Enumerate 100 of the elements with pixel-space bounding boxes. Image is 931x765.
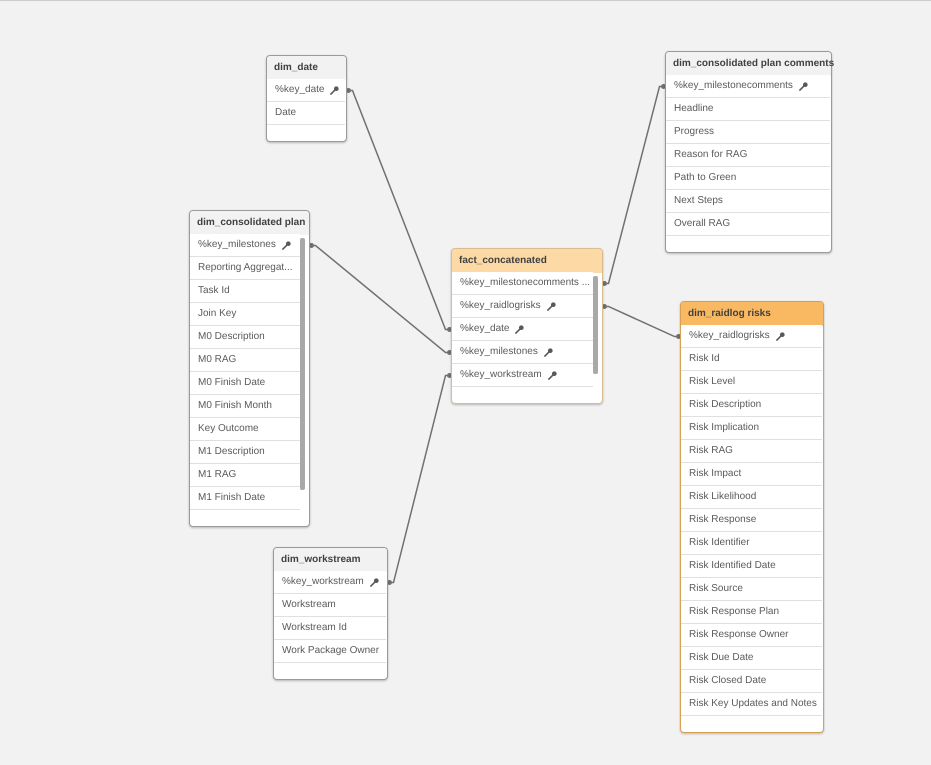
field-name: Workstream Id [282, 622, 347, 632]
field-row [681, 416, 822, 440]
field-name: M0 Description [198, 330, 265, 342]
field-row [666, 74, 830, 98]
field-row [666, 120, 830, 144]
field-name: M1 Finish Date [198, 492, 266, 502]
relation-line [602, 304, 681, 339]
field-name: Progress [674, 126, 714, 136]
field-row [681, 670, 822, 692]
field-row [190, 234, 300, 256]
field-row [274, 570, 386, 594]
table-card [189, 210, 310, 527]
field-row [190, 326, 300, 348]
field-name: M0 RAG [198, 354, 236, 364]
field-name: Risk Due Date [689, 652, 754, 662]
field-name: Date [275, 106, 296, 118]
field-name: Risk Closed Date [689, 674, 766, 686]
field-row [666, 212, 830, 236]
field-name: %key_workstream [282, 576, 364, 586]
field-name: Risk Impact [689, 468, 742, 478]
field-name: Risk Identified Date [689, 560, 776, 570]
relation-line [346, 88, 452, 332]
field-name: Risk Source [689, 582, 743, 594]
field-row [274, 640, 386, 662]
field-row [190, 486, 300, 510]
field-name: Task Id [198, 284, 230, 296]
field-name: Risk Response [689, 514, 756, 524]
field-name: %key_raidlogrisks [689, 330, 770, 340]
field-row [681, 554, 822, 578]
field-row [681, 692, 822, 716]
field-row [452, 272, 593, 294]
field-name: Workstream [282, 598, 336, 610]
field-name: M0 Finish Month [198, 400, 272, 410]
field-name: M0 Finish Date [198, 376, 266, 388]
field-name: Work Package Owner [282, 644, 380, 656]
field-name: Risk RAG [689, 444, 733, 456]
field-row [681, 462, 822, 486]
field-name: Risk Response Plan [689, 606, 780, 616]
field-row [190, 372, 300, 394]
field-name: Risk Identifier [689, 536, 750, 548]
field-row [681, 532, 822, 554]
field-row [666, 166, 830, 190]
field-row [681, 486, 822, 508]
field-row [666, 98, 830, 120]
field-name: Key Outcome [198, 422, 259, 434]
field-name: Join Key [198, 308, 236, 318]
field-name: Risk Response Owner [689, 628, 788, 640]
field-row [666, 144, 830, 166]
field-name: M1 Description [198, 446, 265, 456]
field-name: Risk Likelihood [689, 490, 756, 502]
field-name: %key_raidlogrisks [460, 300, 541, 310]
field-row [681, 508, 822, 532]
field-row [452, 318, 593, 340]
table-card [266, 55, 347, 142]
field-row [681, 646, 822, 670]
field-name: %key_milestones [198, 238, 276, 250]
field-row [190, 280, 300, 302]
field-row [681, 440, 822, 462]
field-name: Next Steps [674, 194, 723, 206]
field-name: M1 RAG [198, 468, 236, 480]
field-row [190, 440, 300, 464]
field-name: Path to Green [674, 172, 736, 182]
field-row [681, 394, 822, 416]
table-card [665, 51, 832, 253]
table-card [273, 547, 388, 680]
relation-line [602, 84, 666, 286]
field-name: Headline [674, 102, 714, 114]
field-row [190, 302, 300, 326]
field-row [274, 594, 386, 616]
field-name: Reason for RAG [674, 148, 748, 160]
table-name: dim_date [274, 62, 318, 73]
field-row [267, 102, 345, 124]
field-row [681, 600, 822, 624]
relation-line [387, 373, 452, 585]
field-row [681, 578, 822, 600]
relation-line [309, 243, 452, 355]
field-row [666, 190, 830, 212]
field-row [190, 418, 300, 440]
field-name: Risk Id [689, 352, 720, 364]
table-card [451, 248, 603, 404]
field-row [681, 324, 822, 348]
table-name: dim_raidlog risks [688, 308, 771, 319]
field-row [190, 256, 300, 280]
field-name: %key_milestonecomments [674, 80, 793, 90]
field-name: %key_milestonecomments ... [460, 276, 590, 288]
field-name: Overall RAG [674, 218, 730, 228]
field-row [452, 364, 593, 386]
field-name: %key_workstream [460, 368, 542, 380]
field-row [190, 394, 300, 418]
field-row [681, 624, 822, 646]
field-row [681, 348, 822, 370]
field-name: Risk Key Updates and Notes [689, 698, 817, 708]
field-name: %key_date [275, 84, 324, 94]
table-name: dim_consolidated plan comments [673, 58, 834, 69]
field-name: %key_milestones [460, 346, 538, 356]
table-name: dim_workstream [281, 554, 360, 565]
field-name: Risk Level [689, 376, 736, 386]
field-name: Risk Implication [689, 422, 760, 432]
field-row [452, 340, 593, 364]
field-name: Reporting Aggregat... [198, 262, 293, 272]
